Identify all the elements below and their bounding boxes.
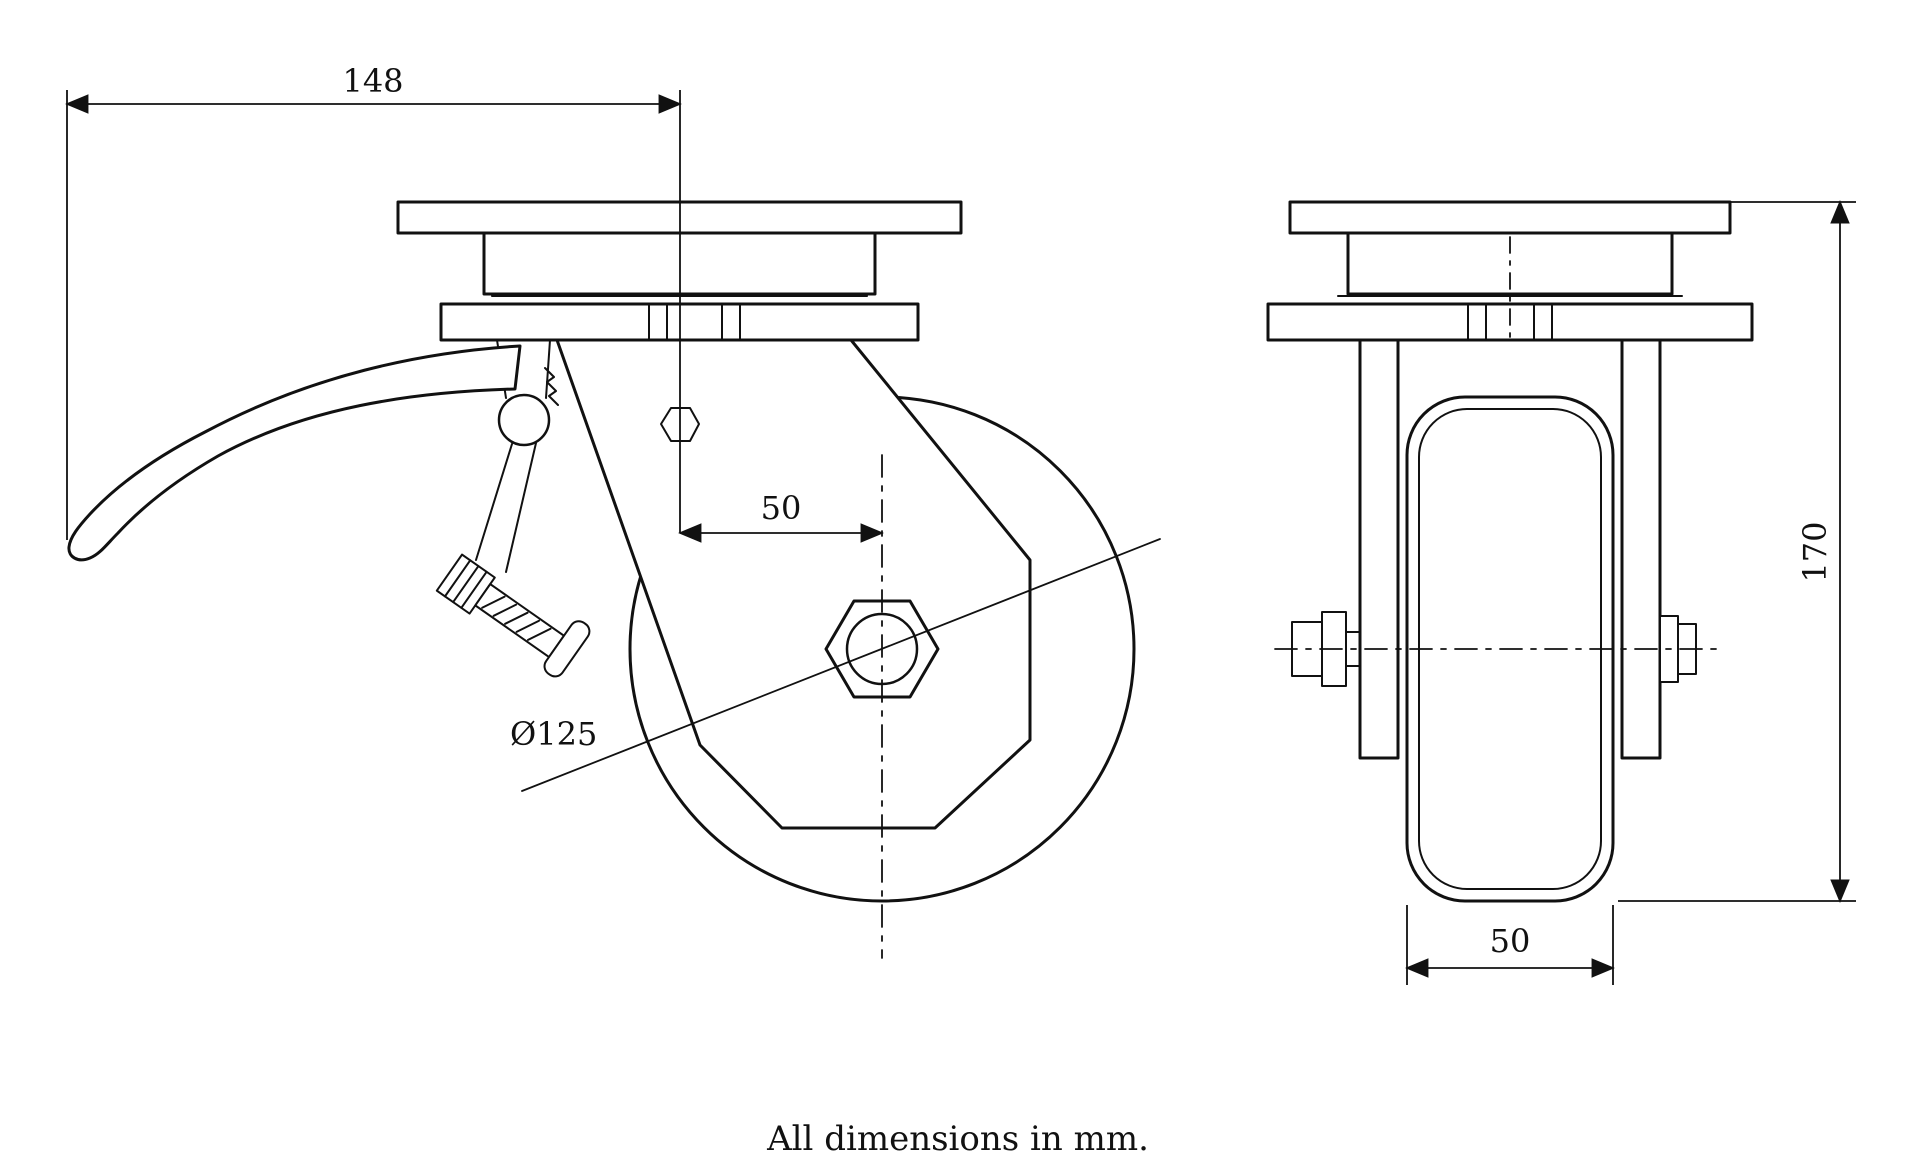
brake-linkage-line: [505, 442, 537, 573]
top-plate-front: [1288, 200, 1732, 235]
fork-leg-right: [1620, 338, 1662, 760]
wheel-front-outer: [1405, 395, 1615, 903]
side-view: [67, 200, 1161, 959]
brake-linkage-line: [475, 443, 513, 561]
fork-top-plate-front: [1266, 302, 1754, 342]
swivel-housing-front: [1346, 231, 1674, 296]
front-view: [1266, 200, 1754, 903]
caption: All dimensions in mm.: [766, 1119, 1149, 1159]
brake-adjuster: [435, 553, 591, 678]
dimension-wheel-width: 50: [1405, 905, 1615, 985]
dimension-plate-offset: 148: [65, 62, 682, 540]
dimension-swivel-offset: 50: [678, 489, 884, 543]
brake-bracket-line: [545, 339, 551, 399]
dimension-label-diameter: Ø125: [510, 715, 597, 753]
swivel-fork: [555, 338, 1032, 830]
adjuster-t-handle: [543, 620, 591, 678]
brake-pivot-pin: [497, 393, 551, 447]
wheel-diagonal-centerline: [521, 538, 1161, 792]
fork-leg-left: [1358, 338, 1400, 760]
dimension-label-50-offset: 50: [761, 489, 802, 527]
brake-ratchet-teeth: [544, 367, 559, 406]
dimension-overall-height: 170: [1618, 200, 1856, 903]
adjuster-threaded-rod: [474, 583, 565, 659]
dimension-wheel-diameter: Ø125: [510, 715, 597, 753]
dimension-label-170: 170: [1796, 521, 1834, 582]
dimension-label-50-width: 50: [1490, 922, 1531, 960]
brake-lever: [67, 344, 522, 562]
dimension-label-148: 148: [342, 62, 403, 100]
